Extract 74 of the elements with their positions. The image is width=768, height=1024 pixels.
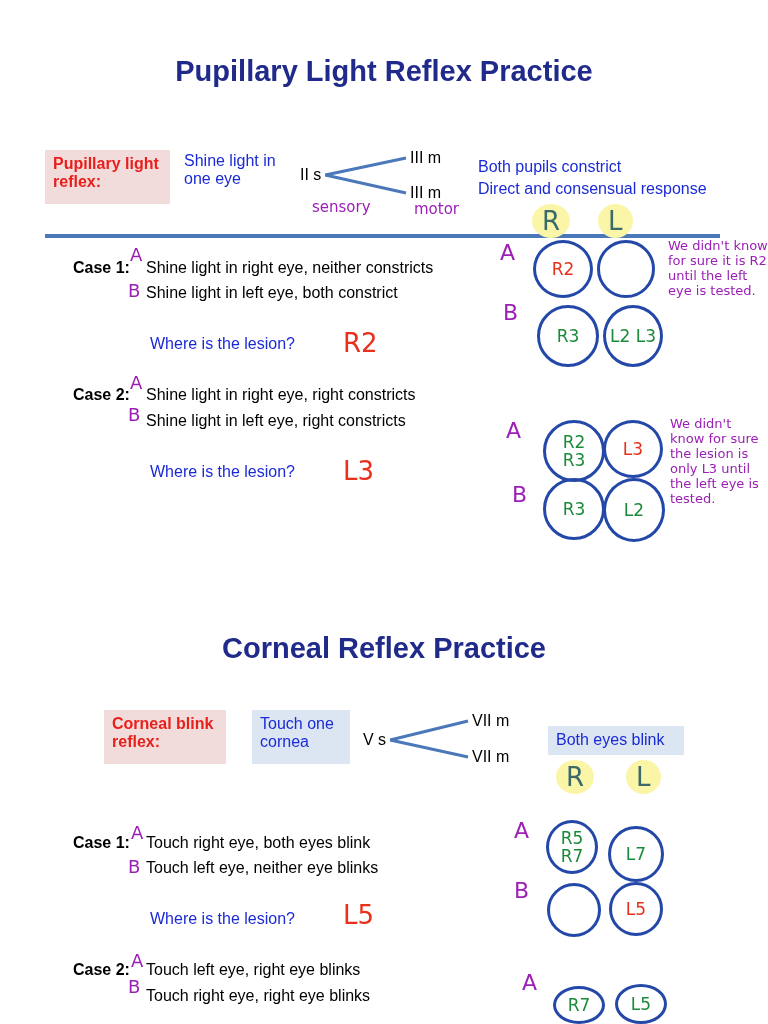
option-letter: B <box>128 404 141 425</box>
case-description: Touch left eye, right eye blinks <box>146 961 361 979</box>
row-letter: A <box>500 240 516 265</box>
answer-text: L3 <box>343 456 375 486</box>
eye-circle: R2 R3 <box>543 420 605 482</box>
eye-circle: R2 <box>533 240 593 298</box>
option-letter: A <box>130 372 143 393</box>
reflex-name-box: Pupillary light reflex: <box>45 150 170 204</box>
eye-circle <box>547 883 601 937</box>
row-letter: B <box>512 482 528 507</box>
option-letter: B <box>128 856 141 877</box>
prompt-text: Direct and consensual response <box>478 180 707 198</box>
prompt-text: Where is the lesion? <box>150 910 295 928</box>
case-label: Case 1: <box>73 834 130 852</box>
eye-circle: R3 <box>543 478 605 540</box>
reflex-name-box: Corneal blink reflex: <box>104 710 226 764</box>
eye-circle: L5 <box>615 984 667 1024</box>
case-description: Shine light in left eye, right constricts <box>146 412 406 430</box>
annotation: sensory <box>312 198 371 216</box>
row-letter: B <box>514 878 530 903</box>
eye-circle: R7 <box>553 986 605 1024</box>
row-letter: A <box>522 970 538 995</box>
option-letter: A <box>131 822 144 843</box>
stimulus-box: Touch one cornea <box>252 710 350 764</box>
branch-line <box>325 156 407 177</box>
eye-circle: L3 <box>603 420 663 478</box>
eye-circle <box>597 240 655 298</box>
branch-line <box>389 719 469 742</box>
case-label: Case 2: <box>73 386 130 404</box>
prompt-text: Where is the lesion? <box>150 335 295 353</box>
option-letter: B <box>128 976 141 997</box>
column-letter: L <box>598 204 633 238</box>
option-letter: A <box>130 244 143 265</box>
option-letter: A <box>131 950 144 971</box>
nerve-label: II s <box>300 166 322 184</box>
section-title: Corneal Reflex Practice <box>221 632 547 665</box>
response-box: Both eyes blink <box>548 726 684 755</box>
column-letter: L <box>626 760 661 794</box>
eye-circle: L2 <box>603 478 665 542</box>
nerve-label: V s <box>363 731 387 749</box>
branch-line <box>389 738 469 759</box>
case-description: Touch right eye, right eye blinks <box>146 987 371 1005</box>
case-description: Shine light in right eye, neither constricts <box>146 259 434 277</box>
handwritten-note: We didn't know for sure the lesion is only L3 until the left eye is tested. <box>670 416 760 506</box>
case-description: Shine light in right eye, right constricts <box>146 386 416 404</box>
case-label: Case 2: <box>73 961 130 979</box>
prompt-text: Both pupils constrict <box>478 158 622 176</box>
nerve-label: VII m <box>472 748 510 766</box>
stimulus-text: Shine light in one eye <box>184 152 296 202</box>
prompt-text: Where is the lesion? <box>150 463 295 481</box>
annotation: motor <box>414 200 459 218</box>
case-label: Case 1: <box>73 259 130 277</box>
column-letter: R <box>556 760 595 794</box>
case-description: Touch right eye, both eyes blink <box>146 834 371 852</box>
eye-circle: R3 <box>537 305 599 367</box>
branch-line <box>325 173 407 195</box>
eye-circle: L2 L3 <box>603 305 663 367</box>
case-description: Shine light in left eye, both constrict <box>146 284 398 302</box>
nerve-label: VII m <box>472 712 510 730</box>
nerve-label: III m <box>410 184 442 202</box>
column-letter: R <box>532 204 571 238</box>
eye-circle: R5 R7 <box>546 820 598 874</box>
answer-text: R2 <box>343 328 378 358</box>
nerve-label: III m <box>410 149 442 167</box>
row-letter: A <box>506 418 522 443</box>
eye-circle: L5 <box>609 882 663 936</box>
answer-text: L5 <box>343 900 375 930</box>
option-letter: B <box>128 280 141 301</box>
case-description: Touch left eye, neither eye blinks <box>146 859 379 877</box>
handwritten-note: We didn't know for sure it is R2 until the left eye is tested. <box>668 238 768 298</box>
row-letter: A <box>514 818 530 843</box>
page-title: Pupillary Light Reflex Practice <box>174 55 594 88</box>
eye-circle: L7 <box>608 826 664 882</box>
row-letter: B <box>503 300 519 325</box>
